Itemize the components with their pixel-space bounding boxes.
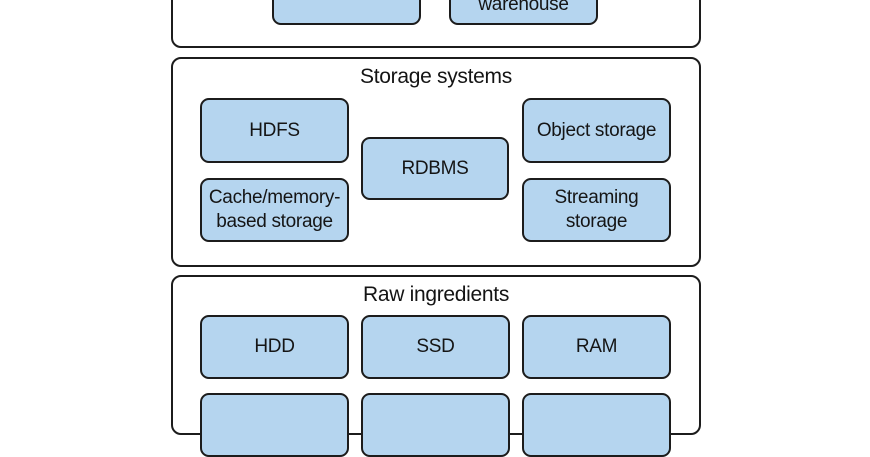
node-hdfs: HDFS [200,98,349,163]
node-ram: RAM [522,315,671,379]
node-cache-memory-storage: Cache/memory- based storage [200,178,349,242]
top-node-left [272,0,421,25]
node-raw-row2-right [522,393,671,457]
node-rdbms: RDBMS [361,137,509,200]
storage-systems-title: Storage systems [360,65,512,88]
node-raw-row2-middle [361,393,510,457]
node-object-storage: Object storage [522,98,671,163]
node-hdd: HDD [200,315,349,379]
top-node-warehouse-label: warehouse [478,0,569,15]
top-node-warehouse: warehouse [449,0,598,25]
node-ssd: SSD [361,315,510,379]
node-streaming-storage: Streaming storage [522,178,671,242]
top-abstraction-section [171,0,701,48]
raw-ingredients-title: Raw ingredients [362,283,510,306]
node-raw-row2-left [200,393,349,457]
